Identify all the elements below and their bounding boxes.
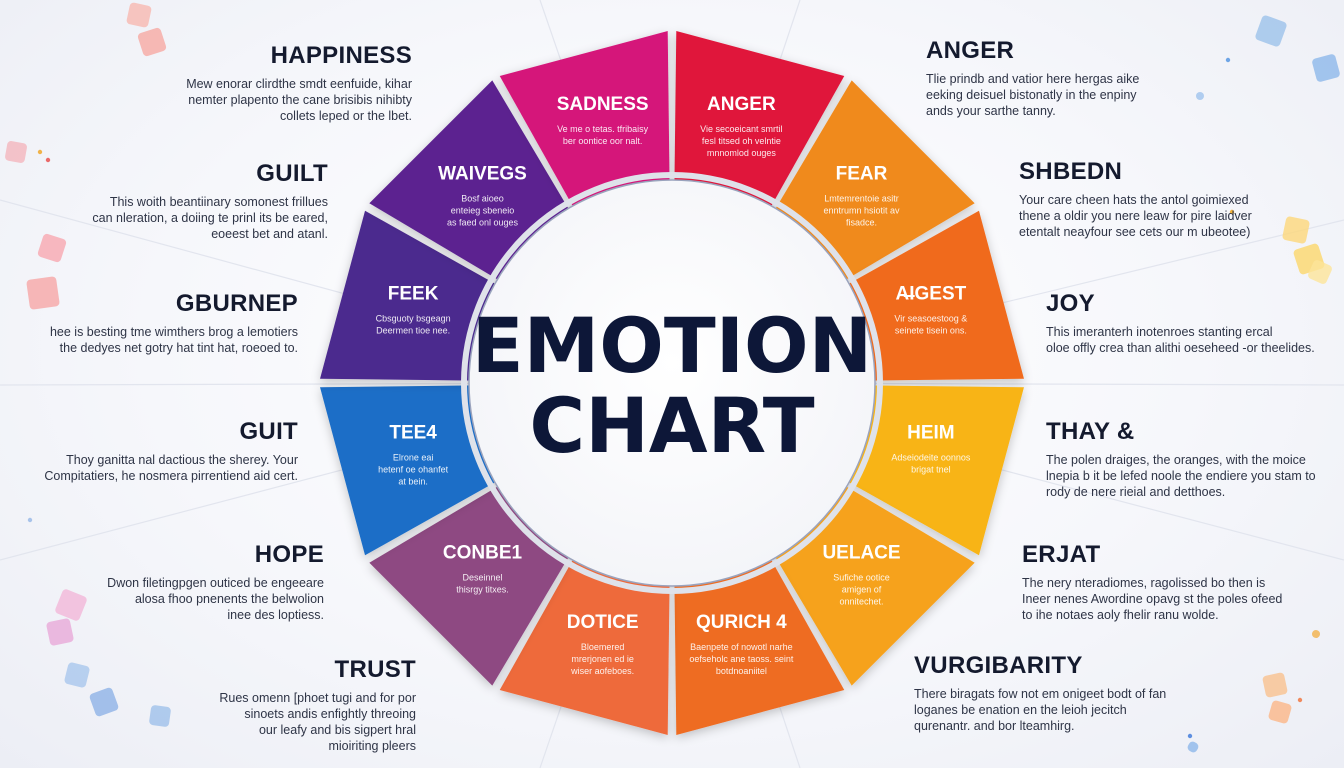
wheel-segment-desc: Ve me o tetas. tfribaisy (557, 124, 649, 134)
left-label-title: GUILT (256, 160, 328, 187)
left-label-title: TRUST (334, 656, 416, 683)
left-label-text: Thoy ganitta nal dactious the sherey. Yo… (44, 453, 298, 483)
right-label-text: There biragats fow not em onigeet bodt o… (914, 687, 1167, 733)
left-label-trust: TRUST Rues omenn [phoet tugi and for por… (96, 656, 416, 754)
wheel-segment-desc: wiser aofeboes. (570, 666, 634, 676)
center-title-line1: EMOTION (472, 301, 872, 390)
wheel-segment-desc: enntrumn hsiotit av (823, 205, 900, 215)
wheel-segment-desc: Baenpete of nowotl narhe (690, 642, 793, 652)
wheel-segment-desc: fesl titsed oh velntie (702, 136, 781, 146)
wheel-segment-desc: Adseiodeite oonnos (891, 452, 971, 462)
right-label-title: SHBEDN (1019, 158, 1123, 185)
wheel-segment-desc: Elrone eai (393, 452, 434, 462)
left-label-happiness: HAPPINESS Mew enorar clirdthe smdt eenfu… (92, 42, 412, 124)
left-label-title: HOPE (254, 541, 324, 568)
wheel-segment-desc: fisadce. (846, 217, 877, 227)
wheel-segment-desc: Cbsguoty bsgeagn (376, 314, 451, 324)
right-label-joy: JOY This imeranterh inotenroes stanting … (1046, 290, 1344, 356)
wheel-segment-desc: Vir seasoestoog & (894, 314, 967, 324)
right-label-vurgibarity: VURGIBARITY There biragats fow not em on… (914, 652, 1234, 734)
wheel-segment-title: A̶IGEST (896, 284, 967, 305)
wheel-segment-desc: brigat tnel (911, 464, 951, 474)
right-label-text: The polen draiges, the oranges, with the… (1046, 453, 1316, 499)
right-label-erjat: ERJAT The nery nteradiomes, ragolissed b… (1022, 541, 1342, 623)
center-title-line2: CHART (529, 381, 814, 470)
center-disc (468, 179, 876, 587)
wheel-segment-desc: Deseinnel (462, 573, 502, 583)
wheel-segment-desc: seinete tisein ons. (895, 326, 967, 336)
right-label-thay: THAY & The polen draiges, the oranges, w… (1046, 418, 1344, 500)
wheel-segment-desc: as faed onl ouges (447, 217, 519, 227)
wheel-segment-desc: mrerjonen ed ie (571, 654, 634, 664)
right-label-title: ANGER (926, 37, 1015, 64)
right-label-text: Your care cheen hats the antol goimiexed… (1019, 193, 1252, 239)
wheel-segment-desc: at bein. (398, 476, 428, 486)
left-label-title: GUIT (239, 418, 298, 445)
wheel-segment-title: DOTICE (567, 612, 639, 633)
wheel-segment-title: UELACE (822, 543, 900, 564)
wheel-segment-desc: Sufiche ootice (833, 573, 890, 583)
right-label-anger: ANGER Tlie prindb and vatior here hergas… (926, 37, 1246, 119)
wheel-segment-title: CONBE1 (443, 543, 523, 564)
wheel-segment-desc: oefseholc ane taoss. seint (689, 654, 794, 664)
wheel-segment-desc: thisrgy titxes. (456, 585, 509, 595)
right-label-shbedn: SHBEDN Your care cheen hats the antol go… (1019, 158, 1339, 240)
wheel-segment-desc: Deermen tioe nee. (376, 326, 450, 336)
left-label-text: This woith beantiinary somonest frillues… (92, 195, 328, 241)
right-label-text: The nery nteradiomes, ragolissed bo then… (1022, 576, 1283, 622)
wheel-segment-title: WAIVEGS (438, 163, 527, 184)
wheel-segment-title: ANGER (707, 94, 776, 115)
wheel-segment-desc: enteieg sbeneio (451, 205, 515, 215)
right-label-title: VURGIBARITY (914, 652, 1083, 679)
left-label-guilt: GUILT This woith beantiinary somonest fr… (8, 160, 328, 242)
left-label-guit: GUIT Thoy ganitta nal dactious the shere… (0, 418, 298, 484)
wheel-segment-desc: Bloemered (581, 642, 625, 652)
center-ring (461, 172, 883, 594)
left-label-text: Mew enorar clirdthe smdt eenfuide, kihar… (186, 77, 412, 123)
wheel-segment-desc: mnnomlod ouges (707, 148, 777, 158)
wheel-segment-desc: amigen of (842, 585, 882, 595)
left-label-gburnep: GBURNEP hee is besting tme wimthers brog… (0, 290, 298, 356)
wheel-segment-title: FEEK (388, 284, 439, 305)
wheel-segment-desc: Bosf aioeo (461, 193, 504, 203)
wheel-segment-desc: hetenf oe ohanfet (378, 464, 449, 474)
right-label-title: ERJAT (1022, 541, 1101, 568)
wheel-segment-desc: onnitechet. (839, 597, 883, 607)
left-label-title: HAPPINESS (270, 42, 412, 69)
right-label-title: THAY & (1046, 418, 1135, 445)
wheel-segment-title: FEAR (836, 163, 888, 184)
wheel-segment-title: SADNESS (557, 94, 649, 115)
right-label-title: JOY (1046, 290, 1095, 317)
wheel-segment-desc: Lmtemrentoie asitr (824, 193, 899, 203)
left-label-hope: HOPE Dwon filetingpgen outiced be engeea… (4, 541, 324, 623)
wheel-segment-desc: botdnoaniitel (716, 666, 767, 676)
wheel-segment-desc: ber oontice oor nalt. (563, 136, 643, 146)
wheel-segment-title: QURICH 4 (696, 612, 787, 633)
right-label-text: This imeranterh inotenroes stanting erca… (1046, 325, 1315, 355)
wheel-segment-title: TEE4 (389, 422, 437, 443)
wheel-segment-desc: Vie secoeicant smrtil (700, 124, 782, 134)
left-label-text: hee is besting tme wimthers brog a lemot… (49, 325, 298, 355)
left-label-title: GBURNEP (175, 290, 298, 317)
wheel-segment-title: HEIM (907, 422, 955, 443)
